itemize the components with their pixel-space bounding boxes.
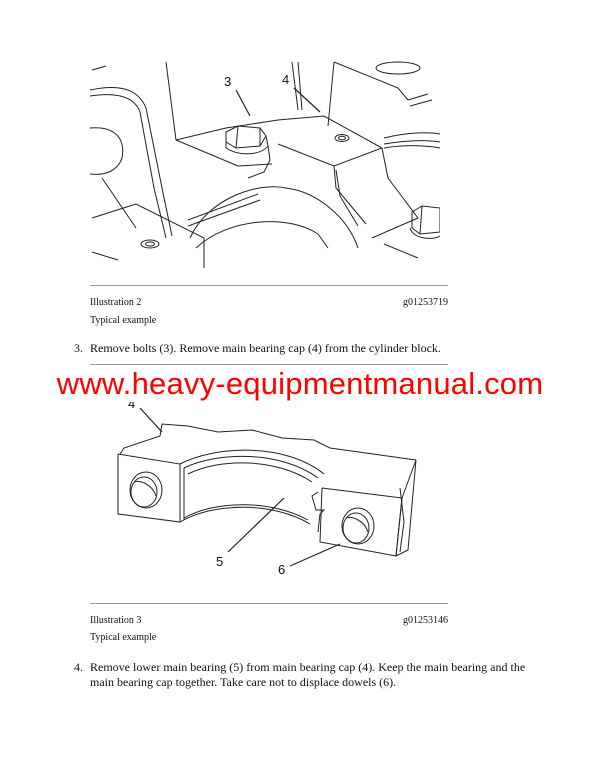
illustration-3-label: Illustration 3 [90, 615, 142, 626]
illustration-3-caption-row: Illustration 3 g01253146 [90, 615, 448, 626]
illustration-3-caption: Typical example [90, 632, 157, 643]
illustration-2-label: Illustration 2 [90, 297, 142, 308]
step-4-line-2: main bearing cap together. Take care not… [90, 675, 397, 689]
callout-5: 5 [216, 554, 223, 569]
illustration-3-divider [90, 603, 448, 604]
callout-4: 4 [128, 402, 135, 411]
step-3-text: Remove bolts (3). Remove main bearing ca… [90, 341, 441, 355]
step-4-number: 4. [74, 660, 83, 674]
watermark-url: www.heavy-equipmentmanual.com [56, 366, 544, 401]
illustration-2-image: 3 4 [88, 48, 440, 268]
illustration-3-top-divider [90, 364, 448, 365]
step-3: 3. Remove bolts (3). Remove main bearing … [74, 341, 574, 356]
illustration-2-divider [90, 285, 448, 286]
step-4-line-1: Remove lower main bearing (5) from main … [90, 660, 526, 674]
step-4: 4. Remove lower main bearing (5) from mai… [74, 660, 574, 690]
illustration-2-id: g01253719 [403, 297, 448, 308]
callout-6: 6 [278, 562, 285, 574]
illustration-2-caption: Typical example [90, 315, 157, 326]
callout-3: 3 [224, 74, 231, 89]
illustration-3-image: 4 5 6 [104, 402, 422, 574]
illustration-3-id: g01253146 [403, 615, 448, 626]
illustration-2-caption-row: Illustration 2 g01253719 [90, 297, 448, 308]
step-3-number: 3. [74, 341, 83, 355]
callout-4: 4 [282, 72, 289, 87]
